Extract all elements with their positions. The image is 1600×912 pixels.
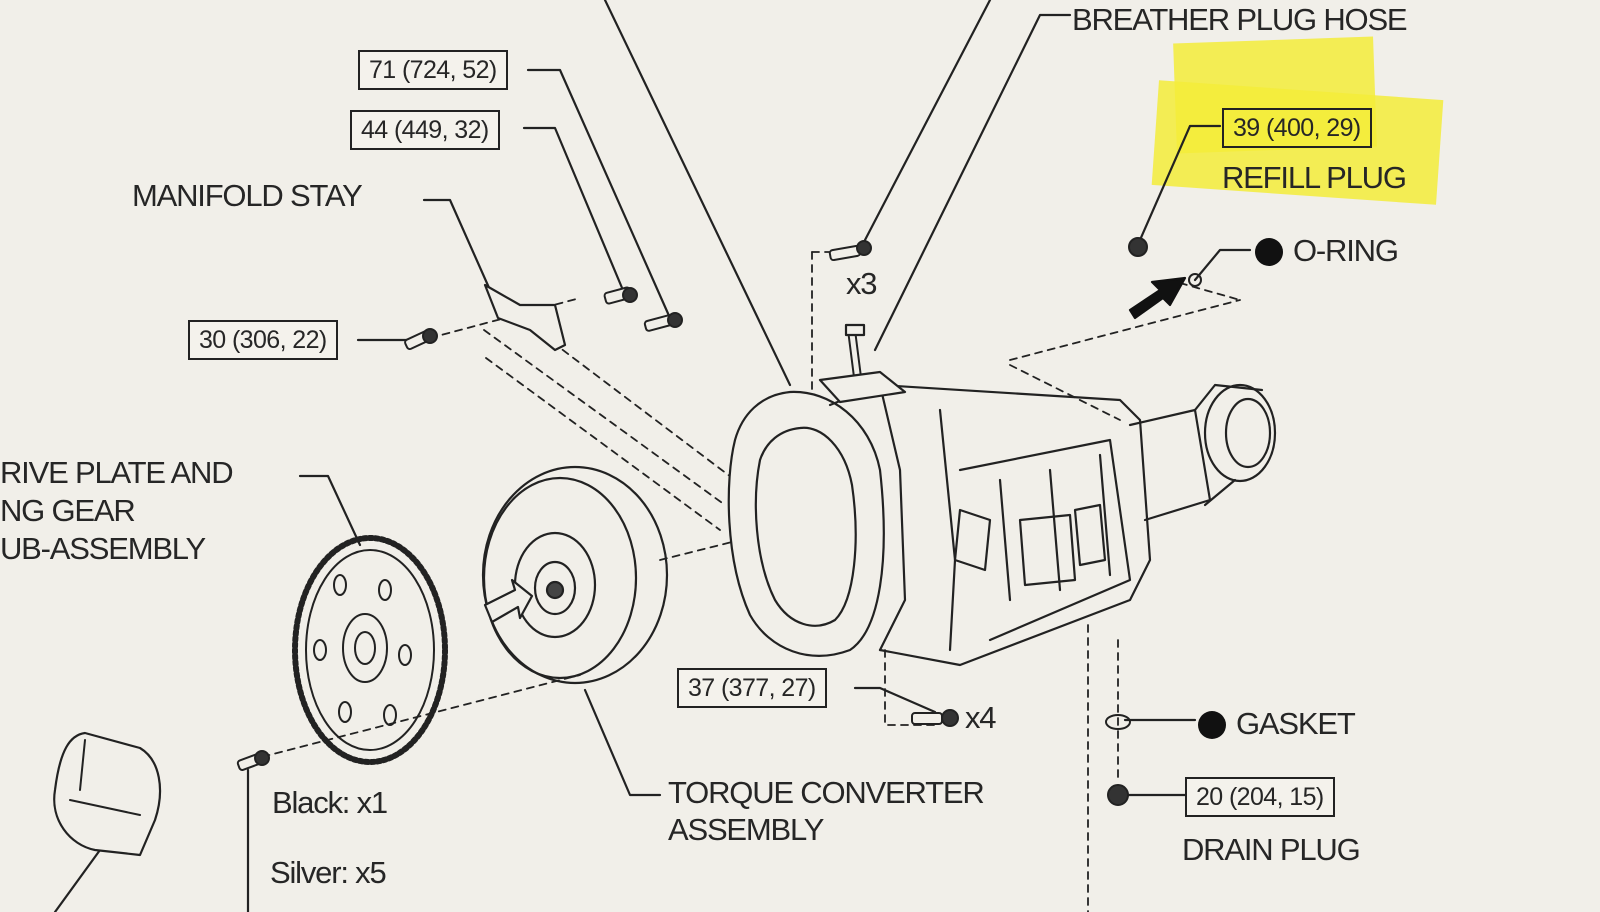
leader-spec-39 [1138, 124, 1222, 242]
torque-spec-30: 30 (306, 22) [188, 320, 338, 360]
label-qty-x4: x4 [965, 700, 997, 735]
label-breather-plug-hose: BREATHER PLUG HOSE [1072, 2, 1408, 37]
label-qty-x3: x3 [846, 266, 878, 301]
new-part-marker-icon [1198, 711, 1226, 739]
label-refill-plug: REFILL PLUG [1222, 160, 1407, 195]
leader-top-left [603, 0, 792, 387]
torque-converter [481, 465, 669, 685]
leader-breather-hose [873, 13, 1072, 352]
label-drive-plate-line2: NG GEAR [0, 493, 136, 528]
label-black-count: Black: x1 [272, 785, 388, 820]
label-o-ring: O-RING [1255, 233, 1399, 269]
torque-spec-71: 71 (724, 52) [358, 50, 508, 90]
drive-plate [292, 535, 448, 765]
transmission-case [727, 323, 1277, 667]
cover-plate [53, 731, 162, 857]
leader-torque-converter [583, 688, 662, 797]
leader-spec-71 [526, 68, 672, 320]
arrow-icon [1128, 276, 1187, 320]
leader-spec-44 [522, 126, 627, 297]
leader-manifold-stay [422, 198, 492, 292]
leader-top-mid [863, 0, 992, 242]
converter-arrow-icon [483, 578, 534, 624]
torque-spec-20: 20 (204, 15) [1185, 777, 1335, 817]
manifold-stay-bracket [483, 283, 567, 352]
bolts [236, 237, 1202, 806]
label-drive-plate-line3: UB-ASSEMBLY [0, 531, 206, 566]
leader-drive-plate [298, 474, 362, 547]
new-part-marker-icon [1255, 238, 1283, 266]
label-torque-converter-line1: TORQUE CONVERTER [668, 775, 985, 810]
label-manifold-stay: MANIFOLD STAY [132, 178, 363, 213]
label-silver-count: Silver: x5 [270, 855, 387, 890]
torque-spec-39: 39 (400, 29) [1222, 108, 1372, 148]
leader-spec-37 [853, 686, 937, 714]
label-drive-plate-line1: RIVE PLATE AND [0, 455, 234, 490]
label-drain-plug: DRAIN PLUG [1182, 832, 1361, 867]
leader-cover [53, 848, 102, 912]
label-gasket: GASKET [1198, 706, 1356, 742]
leader-o-ring [1193, 248, 1252, 282]
label-torque-converter-line2: ASSEMBLY [668, 812, 824, 847]
torque-spec-37: 37 (377, 27) [677, 668, 827, 708]
torque-spec-44: 44 (449, 32) [350, 110, 500, 150]
